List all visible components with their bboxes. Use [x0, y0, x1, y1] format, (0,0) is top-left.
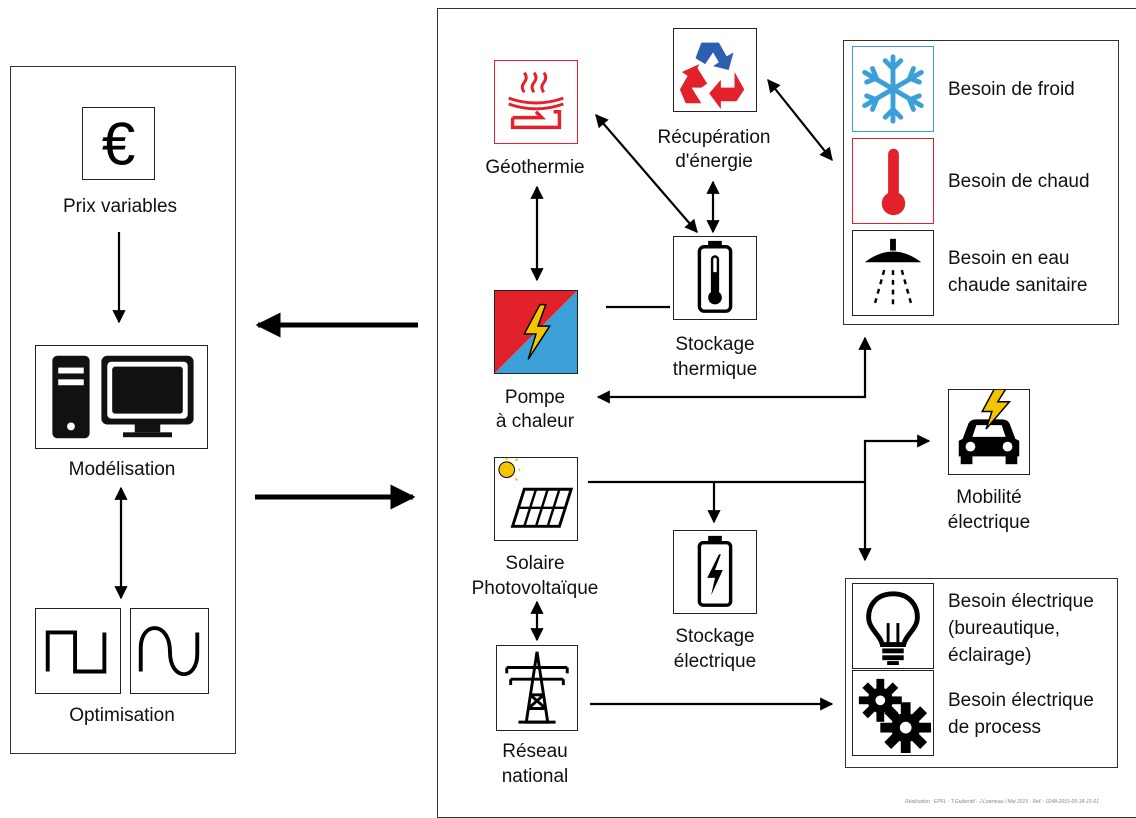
- geothermal-icon: [494, 60, 578, 144]
- footer-credit: Réalisation : EPFL - T.Guibentif - J.Low…: [905, 799, 1099, 805]
- label-besoin-eau-2: chaude sanitaire: [948, 275, 1088, 296]
- thermal-storage-icon: [673, 236, 757, 320]
- thermometer-icon: [852, 138, 934, 224]
- label-besoin-chaud: Besoin de chaud: [948, 171, 1090, 192]
- label-reseau-1: Réseau: [502, 741, 568, 762]
- label-geothermie: Géothermie: [485, 157, 585, 178]
- label-stockage-thermique-1: Stockage: [675, 334, 755, 355]
- label-besoin-process-1: Besoin électrique: [948, 690, 1094, 711]
- sine-wave-icon: [130, 608, 209, 694]
- shower-icon: [852, 230, 934, 316]
- gears-icon: [852, 670, 934, 756]
- label-besoin-bureautique-3: éclairage): [948, 645, 1032, 666]
- heat-pump-icon: [494, 290, 578, 374]
- electric-car-icon: [948, 389, 1030, 475]
- battery-icon: [673, 530, 757, 614]
- label-stockage-thermique-2: thermique: [672, 359, 758, 380]
- solar-panel-icon: [494, 457, 578, 541]
- recycle-icon: [673, 28, 757, 112]
- label-pompe-1: Pompe: [504, 387, 566, 408]
- euro-icon: €: [82, 107, 155, 180]
- label-prix-variables: Prix variables: [62, 196, 178, 217]
- label-modelisation: Modélisation: [68, 459, 176, 480]
- label-stockage-electrique-1: Stockage: [675, 626, 755, 647]
- label-recuperation-2: d'énergie: [675, 151, 753, 172]
- label-mobilite-1: Mobilité: [956, 487, 1022, 508]
- label-optimisation: Optimisation: [69, 705, 175, 726]
- label-pompe-2: à chaleur: [495, 411, 575, 432]
- snowflake-icon: [852, 46, 934, 132]
- label-stockage-electrique-2: électrique: [673, 651, 757, 672]
- label-solaire-2: Photovoltaïque: [471, 578, 599, 599]
- label-besoin-eau-1: Besoin en eau: [948, 248, 1070, 269]
- pylon-icon: [496, 645, 578, 731]
- computer-icon: [35, 345, 208, 449]
- label-solaire-1: Solaire: [505, 553, 565, 574]
- square-wave-icon: [35, 608, 121, 694]
- light-bulb-icon: [852, 583, 934, 669]
- label-recuperation-1: Récupération: [657, 127, 771, 148]
- label-besoin-froid: Besoin de froid: [948, 79, 1075, 100]
- label-besoin-bureautique-1: Besoin électrique: [948, 591, 1094, 612]
- label-mobilite-2: électrique: [947, 512, 1031, 533]
- label-reseau-2: national: [501, 766, 569, 787]
- euro-glyph: €: [102, 109, 136, 177]
- label-besoin-bureautique-2: (bureautique,: [948, 618, 1060, 639]
- label-besoin-process-2: de process: [948, 717, 1041, 738]
